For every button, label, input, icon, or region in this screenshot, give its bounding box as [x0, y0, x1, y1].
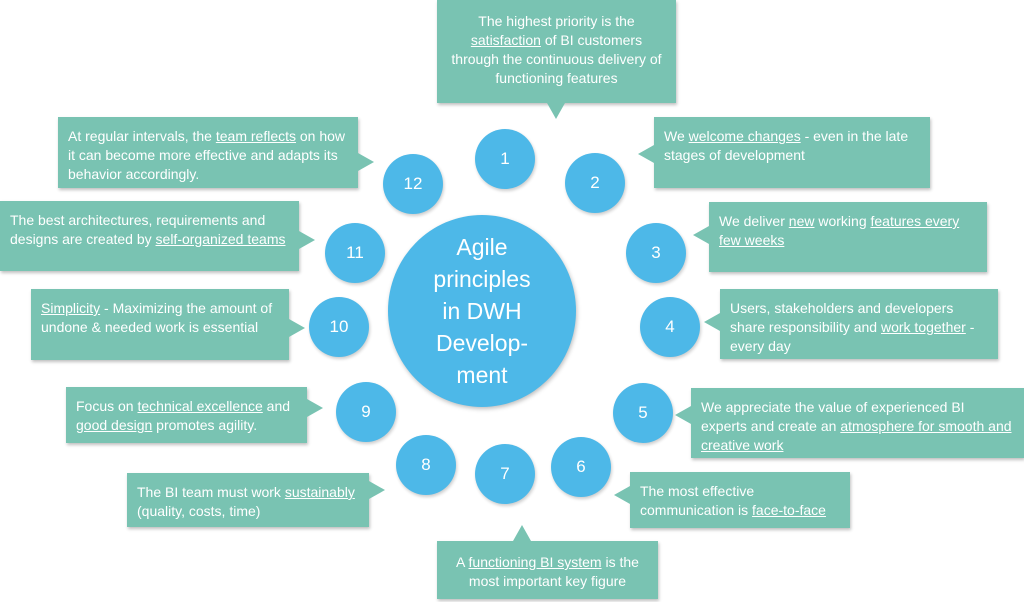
text: - Maximizing the amount of undone & need… [41, 300, 273, 335]
text: We deliver [719, 213, 789, 229]
underlined-text: good design [76, 417, 153, 433]
text: promotes agility. [152, 417, 258, 433]
underlined-text: sustainably [284, 484, 355, 500]
text: Focus on [76, 398, 138, 414]
callout-arrow [307, 399, 323, 417]
callout-arrow [638, 145, 654, 163]
text: on how it can become more effective and … [68, 128, 346, 182]
text: We [664, 128, 689, 144]
principle-callout-3: We deliver new working features every fe… [693, 202, 987, 272]
underlined-text: team reflects [215, 128, 296, 144]
principle-callout-9: Focus on technical excellence and good d… [66, 387, 323, 443]
underlined-text: functioning BI system [468, 554, 602, 570]
principle-number-4: 4 [640, 297, 700, 357]
underlined-text: atmosphere for smooth and creative work [701, 418, 1012, 453]
text: Users, stakeholders and developers share… [730, 300, 954, 335]
underlined-text: satisfaction [470, 32, 541, 48]
principle-callout-11: The best architectures, requirements and… [0, 201, 315, 271]
principle-callout-10: Simplicity - Maximizing the amount of un… [31, 289, 305, 360]
principle-callout-6: The most effective communication is face… [614, 472, 850, 528]
principle-number-8: 8 [396, 435, 456, 495]
text: The highest priority is the [478, 13, 635, 29]
text: At regular intervals, the [68, 128, 216, 144]
underlined-text: work together [880, 319, 966, 335]
principle-callout-2: We welcome changes - even in the late st… [638, 117, 930, 188]
callout-arrow [704, 313, 720, 331]
underlined-text: Simplicity [41, 300, 101, 316]
principle-number-12: 12 [383, 154, 443, 214]
text: The most effective communication is [640, 483, 755, 518]
callout-arrow [358, 153, 374, 171]
underlined-text: features every few weeks [719, 213, 960, 248]
callout-arrow [513, 525, 531, 541]
principle-number-7: 7 [475, 444, 535, 504]
principle-number-11: 11 [325, 223, 385, 283]
callout-arrow [614, 486, 630, 504]
principle-callout-4: Users, stakeholders and developers share… [704, 289, 998, 359]
principle-callout-5: We appreciate the value of experienced B… [675, 388, 1024, 458]
callout-arrow [299, 231, 315, 249]
text: and [262, 398, 291, 414]
principle-number-5: 5 [613, 383, 673, 443]
underlined-text: welcome changes [688, 128, 801, 144]
center-circle: Agile principles in DWH Develop- ment [388, 215, 576, 407]
text: The BI team must work [137, 484, 285, 500]
principle-number-10: 10 [309, 297, 369, 357]
text: - even in the late stages of development [664, 128, 909, 163]
callout-arrow [693, 226, 709, 244]
text: (quality, costs, time) [137, 503, 261, 519]
text: - every day [730, 319, 975, 354]
principle-callout-8: The BI team must work sustainably (quali… [127, 473, 385, 527]
principle-number-6: 6 [551, 437, 611, 497]
text: is the most important key figure [468, 554, 639, 589]
principle-callout-1: The highest priority is the satisfaction… [437, 0, 676, 119]
underlined-text: face-to-face [752, 502, 826, 518]
text: We appreciate the value of experienced B… [701, 399, 965, 434]
principle-number-3: 3 [626, 223, 686, 283]
principle-number-2: 2 [565, 153, 625, 213]
callout-arrow [369, 481, 385, 499]
text: of BI customers through the continuous d… [451, 32, 662, 86]
principle-number-9: 9 [336, 382, 396, 442]
callout-arrow [675, 406, 691, 424]
callout-arrow [547, 103, 565, 119]
text: A [456, 554, 469, 570]
principle-number-1: 1 [475, 129, 535, 189]
underlined-text: technical excellence [137, 398, 263, 414]
text: working [814, 213, 871, 229]
principle-callout-12: At regular intervals, the team reflects … [58, 117, 374, 188]
text: The best architectures, requirements and… [10, 212, 266, 247]
callout-arrow [289, 319, 305, 337]
center-title: Agile principles in DWH Develop- ment [433, 234, 531, 388]
principle-callout-7: A functioning BI system is the most impo… [437, 525, 658, 599]
underlined-text: new [788, 213, 815, 229]
underlined-text: self-organized teams [155, 231, 286, 247]
